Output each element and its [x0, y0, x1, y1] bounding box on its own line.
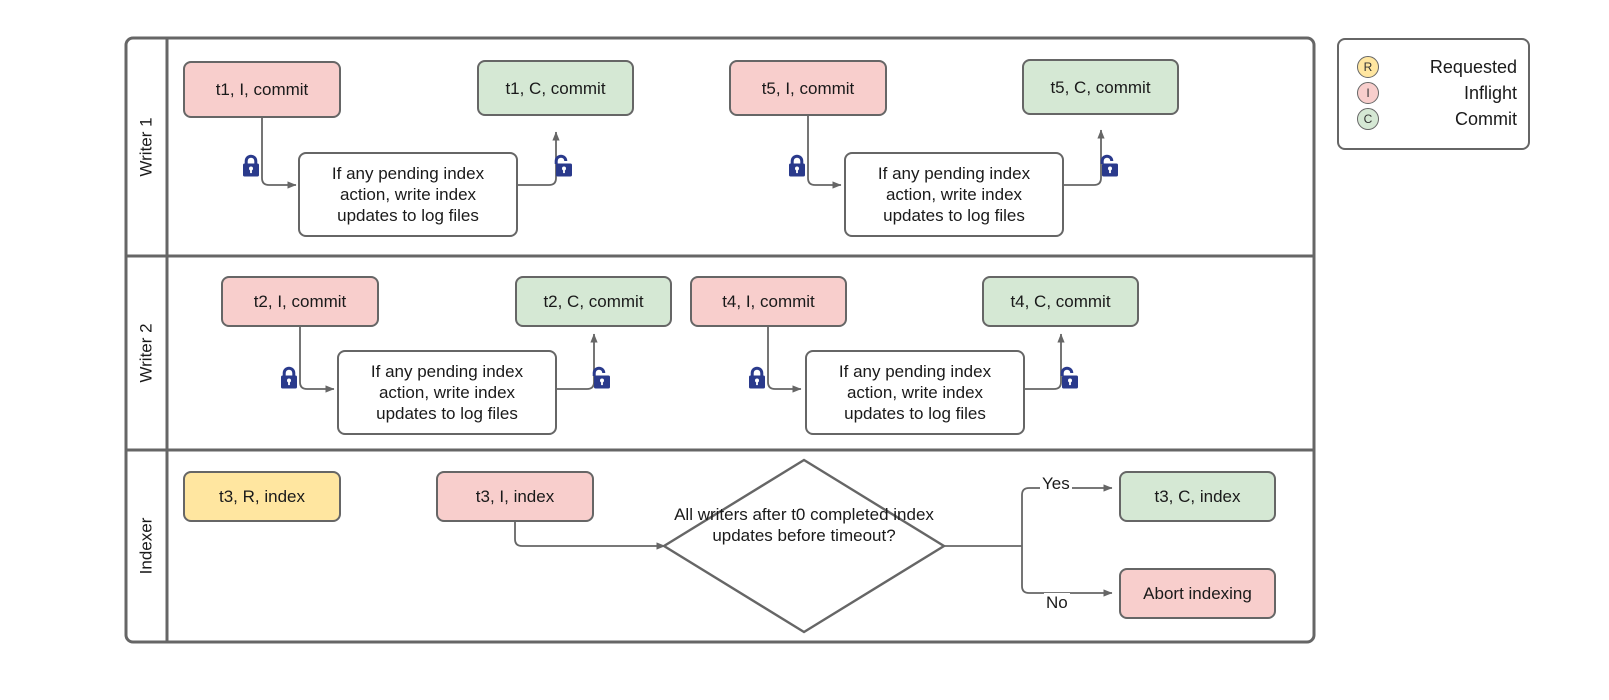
edge-w1-t5i-to-procb [807, 116, 842, 189]
lane-label-text: Writer 2 [136, 323, 156, 383]
lock-closed-icon [789, 154, 805, 177]
edge-w1-proca-to-t1c [518, 131, 560, 186]
lock-open-icon [1100, 154, 1118, 177]
legend-item-inflight: I Inflight [1357, 80, 1517, 106]
edge-w1-procb-to-t5c [1064, 129, 1105, 186]
legend-swatch-commit-icon: C [1357, 108, 1379, 130]
edge-w1-t1i-to-proca [261, 118, 297, 189]
node-w1-process-b[interactable]: If any pending index action, write index… [844, 152, 1064, 237]
node-w1-t1-inflight[interactable]: t1, I, commit [183, 61, 341, 118]
lane-label-indexer: Indexer [126, 450, 167, 642]
edge-w2-proca-to-t2c [556, 333, 598, 390]
node-w1-process-a[interactable]: If any pending index action, write index… [298, 152, 518, 237]
node-w2-t4-inflight[interactable]: t4, I, commit [690, 276, 847, 327]
lane-label-text: Indexer [136, 517, 156, 575]
edge-t3i-to-decision [514, 522, 666, 550]
lane-label-writer-1: Writer 1 [126, 38, 167, 256]
lock-closed-icon [281, 366, 297, 389]
edge-w2-t2i-to-proca [299, 327, 335, 393]
pool-frame [124, 36, 1316, 644]
lock-open-icon [592, 366, 610, 389]
edge-w2-t4i-to-procb [767, 327, 802, 393]
lock-closed-icon [749, 366, 765, 389]
legend-label-requested: Requested [1429, 56, 1517, 77]
node-w1-t5-commit[interactable]: t5, C, commit [1022, 59, 1179, 115]
lock-open-icon [554, 154, 572, 177]
legend-panel: R Requested I Inflight C Commit [1337, 38, 1530, 150]
legend-label-inflight: Inflight [1463, 82, 1517, 103]
node-w2-t2-inflight[interactable]: t2, I, commit [221, 276, 379, 327]
lock-closed-icon [243, 154, 259, 177]
edge-label-yes: Yes [1040, 474, 1072, 494]
decision-diamond [661, 458, 947, 634]
lock-open-icon [1060, 366, 1078, 389]
lane-label-text: Writer 1 [136, 117, 156, 177]
node-w1-t1-commit[interactable]: t1, C, commit [477, 60, 634, 116]
edge-decision-no [1021, 546, 1113, 597]
edge-w2-procb-to-t4c [1023, 333, 1065, 390]
node-indexer-t3-inflight[interactable]: t3, I, index [436, 471, 594, 522]
node-w2-t4-commit[interactable]: t4, C, commit [982, 276, 1139, 327]
node-indexer-t3-requested[interactable]: t3, R, index [183, 471, 341, 522]
edge-label-no: No [1044, 593, 1070, 613]
node-w1-t5-inflight[interactable]: t5, I, commit [729, 60, 887, 116]
legend-label-commit: Commit [1455, 108, 1517, 129]
node-abort-indexing[interactable]: Abort indexing [1119, 568, 1276, 619]
node-w2-process-a[interactable]: If any pending index action, write index… [337, 350, 557, 435]
legend-swatch-requested-icon: R [1357, 56, 1379, 78]
node-indexer-t3-commit[interactable]: t3, C, index [1119, 471, 1276, 522]
node-w2-t2-commit[interactable]: t2, C, commit [515, 276, 672, 327]
legend-item-requested: R Requested [1357, 54, 1517, 80]
legend-swatch-inflight-icon: I [1357, 82, 1379, 104]
edge-decision-yes [1021, 484, 1113, 546]
lane-label-writer-2: Writer 2 [126, 256, 167, 450]
legend-item-commit: C Commit [1357, 106, 1517, 132]
node-w2-process-b[interactable]: If any pending index action, write index… [805, 350, 1025, 435]
